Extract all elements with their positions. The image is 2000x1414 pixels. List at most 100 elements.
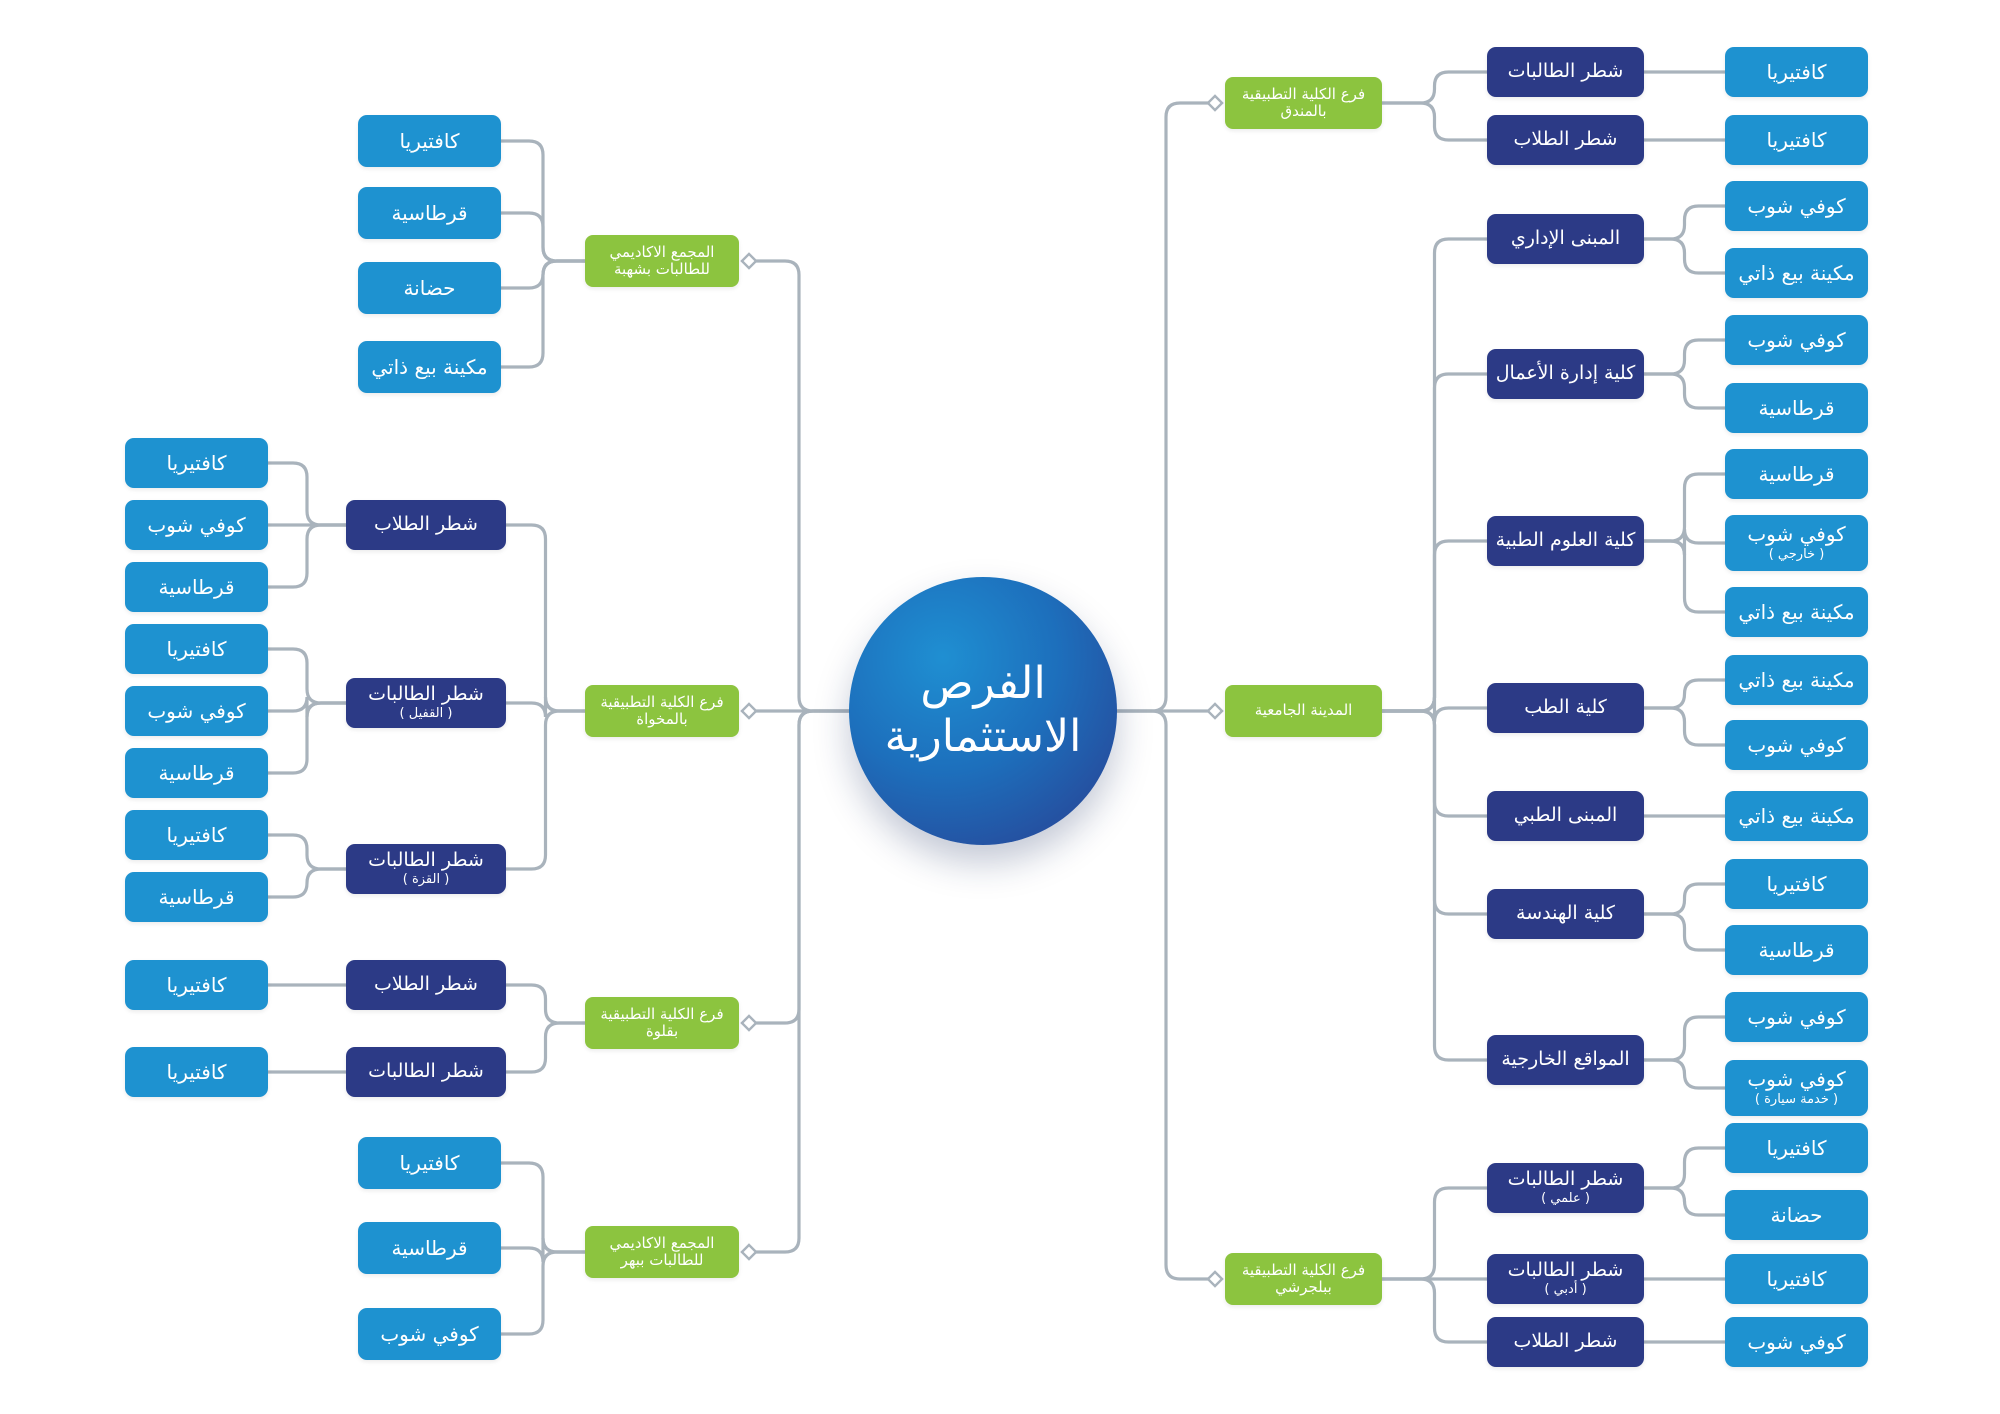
leaf-link-right-1-0-0 <box>1642 204 1727 241</box>
sub-branch-right-0-0-label: شطر الطالبات <box>1507 60 1624 83</box>
leaf-left-3-2-label: كوفي شوب <box>380 1321 479 1346</box>
branch-right-2: فرع الكلية التطبيقية ببلجرشي <box>1225 1253 1382 1305</box>
leaf-left-3-0-label: كافتيريا <box>399 1150 460 1175</box>
leaf-left-1-1-1: كوفي شوب <box>125 686 268 736</box>
leaf-link-right-1-6-0 <box>1642 1015 1727 1062</box>
leaf-right-2-2-0: كوفي شوب <box>1725 1317 1868 1367</box>
leaf-right-1-6-1: كوفي شوب( خدمة سيارة ) <box>1725 1060 1868 1116</box>
leaf-link-left-0-3 <box>499 259 587 369</box>
sub-branch-right-2-2: شطر الطلاب <box>1487 1317 1644 1367</box>
leaf-right-1-0-0: كوفي شوب <box>1725 181 1868 231</box>
leaf-right-1-3-0: مكينة بيع ذاتي <box>1725 655 1868 705</box>
sub-branch-left-1-2: شطر الطالبات( القزة ) <box>346 844 506 894</box>
leaf-left-3-1: قرطاسية <box>358 1222 501 1274</box>
leaf-left-1-1-0-label: كافتيريا <box>166 636 227 661</box>
leaf-right-2-0-1: حضانة <box>1725 1190 1868 1240</box>
leaf-link-right-2-0-0 <box>1642 1146 1727 1190</box>
leaf-left-3-0: كافتيريا <box>358 1137 501 1189</box>
leaf-left-2-0-0: كافتيريا <box>125 960 268 1010</box>
leaf-right-1-4-0: مكينة بيع ذاتي <box>1725 791 1868 841</box>
sub-branch-right-1-6: المواقع الخارجية <box>1487 1035 1644 1085</box>
sub-branch-right-2-1: شطر الطالبات( أدبي ) <box>1487 1254 1644 1304</box>
sub-branch-right-2-0-sublabel: ( علمي ) <box>1541 1191 1590 1207</box>
sub-branch-right-2-1-sublabel: ( أدبي ) <box>1544 1282 1587 1298</box>
branch-left-1: فرع الكلية التطبيقية بالمخواة <box>585 685 739 737</box>
trunk-right-2 <box>1115 709 1217 1281</box>
sub-branch-left-1-1-sublabel: ( القفيل ) <box>399 706 453 722</box>
leaf-right-1-0-1: مكينة بيع ذاتي <box>1725 248 1868 298</box>
sub-branch-right-0-1: شطر الطلاب <box>1487 115 1644 165</box>
sub-branch-right-1-3-label: كلية الطب <box>1524 696 1607 719</box>
leaf-left-1-1-2: قرطاسية <box>125 748 268 798</box>
trunk-right-0 <box>1115 101 1217 713</box>
sub-branch-right-1-4-label: المبنى الطبي <box>1513 804 1618 827</box>
leaf-right-2-0-0-label: كافتيريا <box>1766 1135 1827 1160</box>
leaf-left-1-1-2-label: قرطاسية <box>158 760 235 785</box>
link-left-2-1 <box>504 1021 587 1074</box>
leaf-right-0-1-0: كافتيريا <box>1725 115 1868 165</box>
leaf-left-2-0-0-label: كافتيريا <box>166 972 227 997</box>
branch-left-3: المجمع الاكاديمي للطالبات ببهر <box>585 1226 739 1278</box>
leaf-right-2-1-0: كافتيريا <box>1725 1254 1868 1304</box>
leaf-left-2-1-0: كافتيريا <box>125 1047 268 1097</box>
sub-branch-right-1-0-label: المبنى الإداري <box>1510 227 1621 250</box>
sub-branch-left-1-2-label: شطر الطالبات <box>368 848 484 871</box>
leaf-left-0-1: قرطاسية <box>358 187 501 239</box>
leaf-right-1-5-1-label: قرطاسية <box>1758 937 1835 962</box>
leaf-link-right-2-0-1 <box>1642 1186 1727 1217</box>
branch-left-1-label: فرع الكلية التطبيقية بالمخواة <box>600 692 724 728</box>
link-right-1-2 <box>1380 539 1489 713</box>
leaf-link-right-1-1-1 <box>1642 372 1727 410</box>
branch-diamond-right-2 <box>1206 1270 1224 1288</box>
sub-branch-left-2-1-label: شطر الطالبات <box>368 1060 484 1083</box>
leaf-right-2-0-1-label: حضانة <box>1770 1202 1823 1227</box>
sub-branch-left-1-1-label: شطر الطالبات <box>368 682 484 705</box>
leaf-right-1-5-1: قرطاسية <box>1725 925 1868 975</box>
link-left-1-0 <box>504 523 587 713</box>
sub-branch-right-1-2-label: كلية العلوم الطبية <box>1495 529 1636 552</box>
leaf-link-left-0-1 <box>499 211 587 263</box>
sub-branch-left-2-0: شطر الطلاب <box>346 960 506 1010</box>
leaf-right-1-1-0-label: كوفي شوب <box>1747 327 1846 352</box>
leaf-right-1-6-1-label: كوفي شوب <box>1747 1067 1846 1092</box>
leaf-right-1-2-1: كوفي شوب( خارجي ) <box>1725 515 1868 571</box>
sub-branch-right-1-5-label: كلية الهندسة <box>1516 902 1615 925</box>
leaf-right-2-1-0-label: كافتيريا <box>1766 1266 1827 1291</box>
leaf-right-0-1-0-label: كافتيريا <box>1766 127 1827 152</box>
link-right-2-2 <box>1380 1277 1489 1344</box>
sub-branch-right-2-0-label: شطر الطالبات <box>1507 1167 1624 1190</box>
sub-branch-right-0-1-label: شطر الطلاب <box>1513 128 1618 151</box>
sub-branch-right-1-2: كلية العلوم الطبية <box>1487 516 1644 566</box>
branch-right-0: فرع الكلية التطبيقية بالمندق <box>1225 77 1382 129</box>
leaf-link-right-1-0-1 <box>1642 237 1727 275</box>
leaf-link-right-1-3-0 <box>1642 678 1727 710</box>
leaf-right-1-2-0-label: قرطاسية <box>1758 461 1835 486</box>
leaf-left-1-0-2-label: قرطاسية <box>158 574 235 599</box>
leaf-right-1-6-0-label: كوفي شوب <box>1747 1004 1846 1029</box>
leaf-left-1-0-0-label: كافتيريا <box>166 450 227 475</box>
leaf-left-0-2-label: حضانة <box>403 275 456 300</box>
sub-branch-right-1-4: المبنى الطبي <box>1487 791 1644 841</box>
leaf-left-1-2-0-label: كافتيريا <box>166 822 227 847</box>
branch-diamond-right-0 <box>1206 94 1224 112</box>
branch-right-1: المدينة الجامعية <box>1225 685 1382 737</box>
leaf-right-1-3-1: كوفي شوب <box>1725 720 1868 770</box>
leaf-right-2-2-0-label: كوفي شوب <box>1747 1329 1846 1354</box>
sub-branch-right-1-6-label: المواقع الخارجية <box>1501 1048 1630 1071</box>
leaf-left-2-1-0-label: كافتيريا <box>166 1059 227 1084</box>
leaf-left-0-1-label: قرطاسية <box>391 200 468 225</box>
branch-diamond-left-3 <box>740 1243 758 1261</box>
sub-branch-right-1-0: المبنى الإداري <box>1487 214 1644 264</box>
link-right-0-0 <box>1380 70 1489 105</box>
leaf-right-1-6-1-sublabel: ( خدمة سيارة ) <box>1754 1092 1839 1108</box>
leaf-left-1-0-1-label: كوفي شوب <box>147 512 246 537</box>
link-right-2-0 <box>1380 1186 1489 1281</box>
branch-diamond-left-1 <box>740 702 758 720</box>
leaf-left-3-2: كوفي شوب <box>358 1308 501 1360</box>
leaf-left-0-0-label: كافتيريا <box>399 128 460 153</box>
leaf-link-right-1-6-1 <box>1642 1058 1727 1090</box>
central-topic: الفرص الاستثمارية <box>849 577 1117 845</box>
leaf-left-1-2-1-label: قرطاسية <box>158 884 235 909</box>
